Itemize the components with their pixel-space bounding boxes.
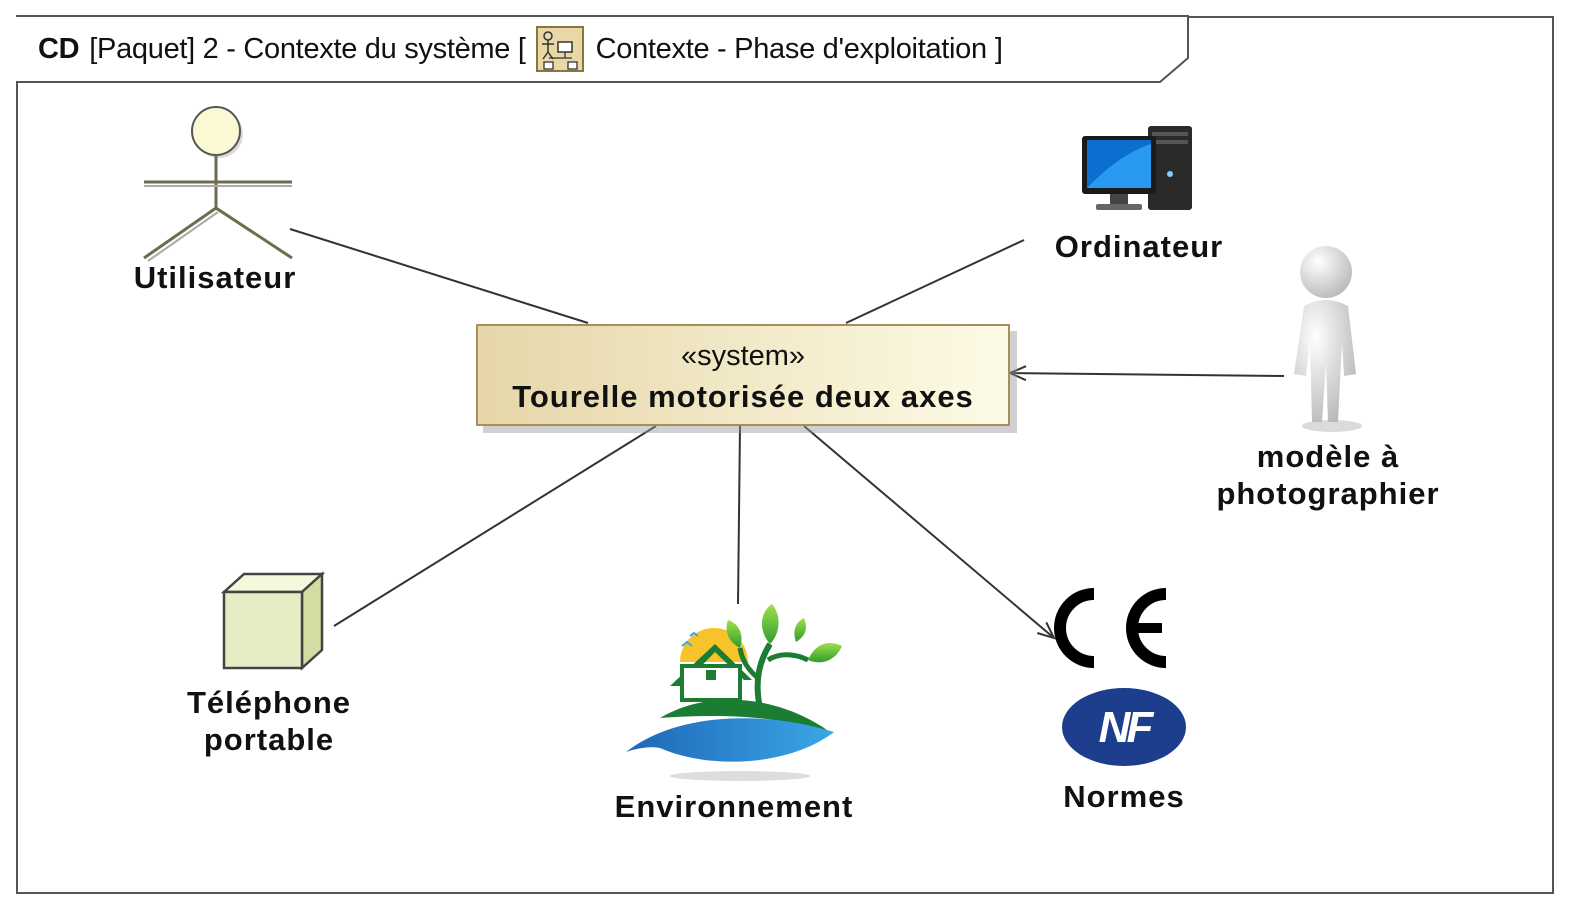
nf-mark-icon[interactable]: NF: [1060, 686, 1188, 768]
cube-block-icon[interactable]: [220, 570, 326, 672]
frame-kind: CD: [38, 32, 80, 65]
frame-close-bracket: ]: [994, 32, 1003, 65]
utilisateur-label: Utilisateur: [133, 260, 297, 295]
modele-label-line1: modèle à: [1256, 439, 1400, 474]
modele-label: modèle à photographier: [1200, 438, 1456, 512]
link-ordinateur: [845, 239, 1025, 324]
modele-label-line2: photographier: [1216, 476, 1440, 511]
system-block[interactable]: «system» Tourelle motorisée deux axes: [476, 324, 1010, 426]
ce-mark-text: CE: [1052, 586, 1054, 587]
environnement-label: Environnement: [614, 789, 854, 824]
normes-label: Normes: [1063, 779, 1185, 814]
link-utilisateur: [289, 228, 589, 324]
telephone-label-line2: portable: [203, 722, 335, 757]
frame-diagram-name: Contexte - Phase d'exploitation: [595, 32, 988, 65]
link-environnement: [737, 425, 741, 605]
link-telephone: [333, 425, 657, 627]
system-name: Tourelle motorisée deux axes: [512, 379, 974, 414]
frame-title-tab: [16, 15, 1189, 83]
stick-figure-icon[interactable]: [136, 102, 302, 264]
diagram-icon: [535, 26, 584, 72]
link-normes: [803, 425, 1056, 640]
ce-mark-icon[interactable]: CE: [1052, 586, 1176, 670]
desktop-computer-icon[interactable]: [1080, 124, 1196, 216]
environment-logo-icon[interactable]: [620, 600, 850, 784]
telephone-label: Téléphone portable: [164, 684, 374, 758]
frame-title: CD [Paquet] 2 - Contexte du système [ Co…: [38, 26, 1003, 72]
system-stereotype: «system»: [680, 340, 806, 372]
link-modele: [1007, 365, 1285, 382]
nf-mark-text: NF: [1099, 703, 1155, 752]
3d-person-icon[interactable]: [1280, 244, 1376, 434]
frame-bracket-text: [Paquet] 2 - Contexte du système [: [89, 32, 526, 65]
telephone-label-line1: Téléphone: [186, 685, 351, 720]
ordinateur-label: Ordinateur: [1054, 229, 1224, 264]
